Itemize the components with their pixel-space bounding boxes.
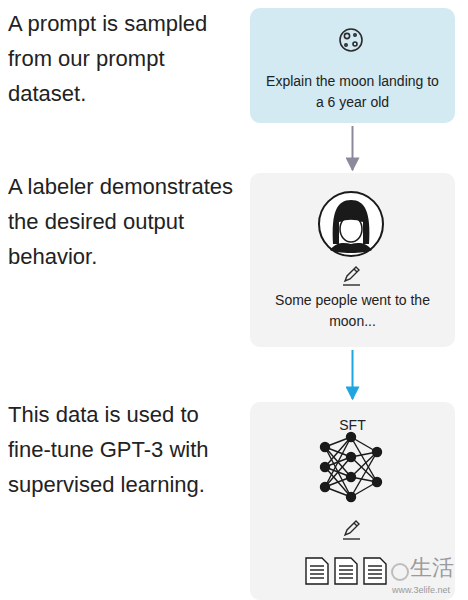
node-text: Some people went to the moon... [263, 290, 443, 332]
flow-arrow [352, 350, 354, 399]
node-text: SFT [263, 415, 443, 436]
node-text: Explain the moon landing to a 6 year old [263, 71, 443, 113]
pencil-icon [343, 267, 360, 285]
step-description: A prompt is sampled from our prompt data… [8, 6, 246, 111]
process-box: Explain the moon landing to a 6 year old [250, 8, 455, 123]
step-description: This data is used to fine-tune GPT-3 wit… [8, 397, 246, 502]
labeler-avatar [319, 192, 383, 256]
watermark-logo [392, 564, 408, 580]
step-description: A labeler demonstrates the desired outpu… [8, 169, 246, 274]
watermark: 生活 [410, 557, 454, 579]
watermark: www.3elife.net [392, 586, 450, 595]
flow-arrow [352, 126, 354, 170]
pencil-icon [343, 521, 360, 539]
neural-net-icon [321, 433, 382, 502]
moon-icon [340, 29, 362, 51]
document-icons [306, 558, 386, 584]
